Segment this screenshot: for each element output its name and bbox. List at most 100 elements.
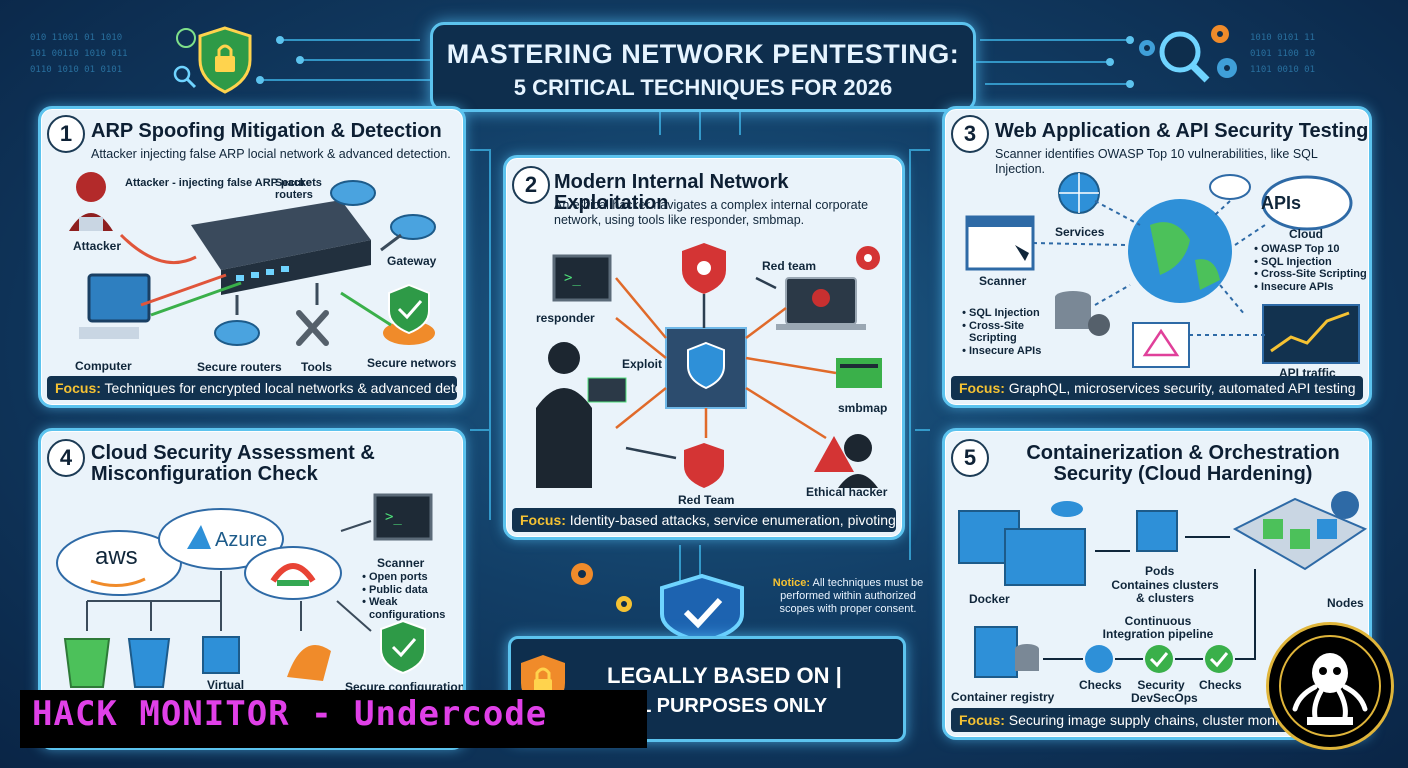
page-title: MASTERING NETWORK PENTESTING: [446,39,960,69]
ethical-hacker-icon [814,434,878,488]
panel-number: 3 [951,115,989,153]
panel-web-api-testing: 3 Web Application & API Security Testing… [942,106,1372,408]
svg-text:1010 0101 11: 1010 0101 11 [1250,33,1315,43]
secure-routers-bottom-label: Secure routers [197,360,282,374]
api-diagram [965,172,1360,368]
exploitation-diagram: >_ [536,243,882,488]
focus-bar: Focus: Techniques for encrypted local ne… [47,376,457,400]
terminal-icon: >_ [552,254,612,302]
panel-description: An ethical hacker navigates a complex in… [554,198,869,227]
panel-description: Scanner identifies OWASP Top 10 vulnerab… [995,147,1318,176]
computer-icon [79,273,151,339]
services-label: Services [1055,225,1105,239]
cycle-check-icon [1085,645,1113,673]
ethical-hacker-label: Ethical hacker [806,485,888,499]
page-subtitle: 5 CRITICAL TECHNIQUES FOR 2026 [513,75,893,100]
watermark-text: HACK MONITOR - Undercode [32,694,548,734]
database-gear-icon [1055,291,1110,336]
nodes-cluster-icon [1232,491,1368,571]
scanner-label: Scanner [377,556,425,570]
center-shield-icon [571,563,744,642]
red-team-bottom-label: Red Team [678,493,735,507]
google-cloud-icon [244,546,342,600]
container-registry-label: Container registry [951,690,1055,704]
globe-icon [1128,199,1232,303]
azure-cloud-icon [158,508,284,570]
panel-number: 2 [512,166,550,204]
panel-arp-spoofing: 1 ARP Spoofing Mitigation & Detection At… [38,106,466,408]
nodes-label: Nodes [1327,596,1364,610]
panel-title: Web Application & API Security Testing [995,120,1369,142]
panel-title: ARP Spoofing Mitigation & Detection [91,120,442,142]
responder-label: responder [536,311,595,325]
checks-label: Checks [1079,678,1122,692]
tools-icon [296,310,329,346]
api-traffic-chart-icon [1262,304,1360,364]
secure-config-shield-icon [380,619,426,675]
secure-networks-label: Secure networs [367,356,457,370]
exploit-label: Exploit [622,357,663,371]
server-shield-icon [665,327,747,409]
panel-internal-exploitation: 2 Modern Internal Network Exploitation A… [503,155,905,540]
title-banner: MASTERING NETWORK PENTESTING: 5 CRITICAL… [430,22,976,112]
gateway-router-icon [390,214,436,240]
clusters-label: Containes clusters & clusters [1111,578,1219,605]
panel-title: Modern Internal Network Exploitation [554,171,789,214]
watermark-banner: HACK MONITOR - Undercode [20,690,647,748]
legal-line-1: LEGALLY BASED ON | [607,663,842,688]
hacker-icon [69,172,113,231]
smbmap-label: smbmap [838,401,888,415]
secure-network-shield-icon [383,283,435,345]
octopus-icon [1279,635,1381,737]
checks-label-2: Checks [1199,678,1242,692]
container-registry-icon [974,626,1039,678]
folder-icon [836,358,882,388]
panel-number: 1 [47,115,85,153]
secure-routers-label: Secure routers [275,177,313,201]
pod-cube-icon [1136,510,1178,552]
panel-number: 4 [47,439,85,477]
panel-number: 5 [951,439,989,477]
cloud-icon [1209,174,1251,200]
notice-text: Notice: All techniques must be performed… [772,577,924,615]
svg-text:0110 1010 01 0101: 0110 1010 01 0101 [30,65,122,75]
docker-label: Docker [969,592,1010,606]
panel-description: Attacker injecting false ARP locial netw… [91,147,451,161]
scanner-findings-list: SQL InjectionCross-Site ScriptingInsecur… [959,307,1061,357]
tools-label: Tools [301,360,333,374]
apis-label: APIs [1261,193,1302,213]
virtual-machine-icon [202,636,240,674]
docker-containers-icon [958,501,1086,586]
check-icon [1145,645,1173,673]
svg-text:0101 1100 10: 0101 1100 10 [1250,49,1315,59]
apis-cloud-icon [1261,175,1353,231]
scanner-checks-list: Open portsPublic dataWeak configurations [359,571,463,621]
panel-title: Containerization & Orchestration Securit… [1026,442,1340,485]
container-diagram [958,491,1368,678]
router-icon [214,320,260,346]
panel-title: Cloud Security Assessment & Misconfigura… [91,442,375,485]
laptop-icon [776,277,866,330]
arp-diagram [69,172,436,346]
red-team-label: Red team [762,259,817,273]
svg-text:010 11001 01 1010: 010 11001 01 1010 [30,33,122,43]
computer-label: Computer [75,359,132,373]
cloud-diagram: >_ [56,493,433,688]
svg-text:1101 0010 01: 1101 0010 01 [1250,65,1315,75]
bucket-icon [63,638,111,688]
virtual-label: Virtual [207,678,245,692]
graphql-icon [1132,322,1190,368]
azure-label: Azure [215,529,268,551]
browser-window-icon [965,215,1035,271]
shield-lock-icon [173,26,252,94]
pods-label: Pods [1145,564,1175,578]
focus-bar: Focus: Identity-based attacks, service e… [512,508,896,532]
check-icon [1205,645,1233,673]
red-shield-bottom-icon [684,443,724,488]
vulnerability-list: OWASP Top 10SQL InjectionCross-Site Scri… [1251,243,1367,293]
network-switch-icon [191,200,371,295]
router-icon [330,180,376,206]
red-team-shield-icon [682,243,726,294]
terminal-icon: >_ [373,493,433,541]
